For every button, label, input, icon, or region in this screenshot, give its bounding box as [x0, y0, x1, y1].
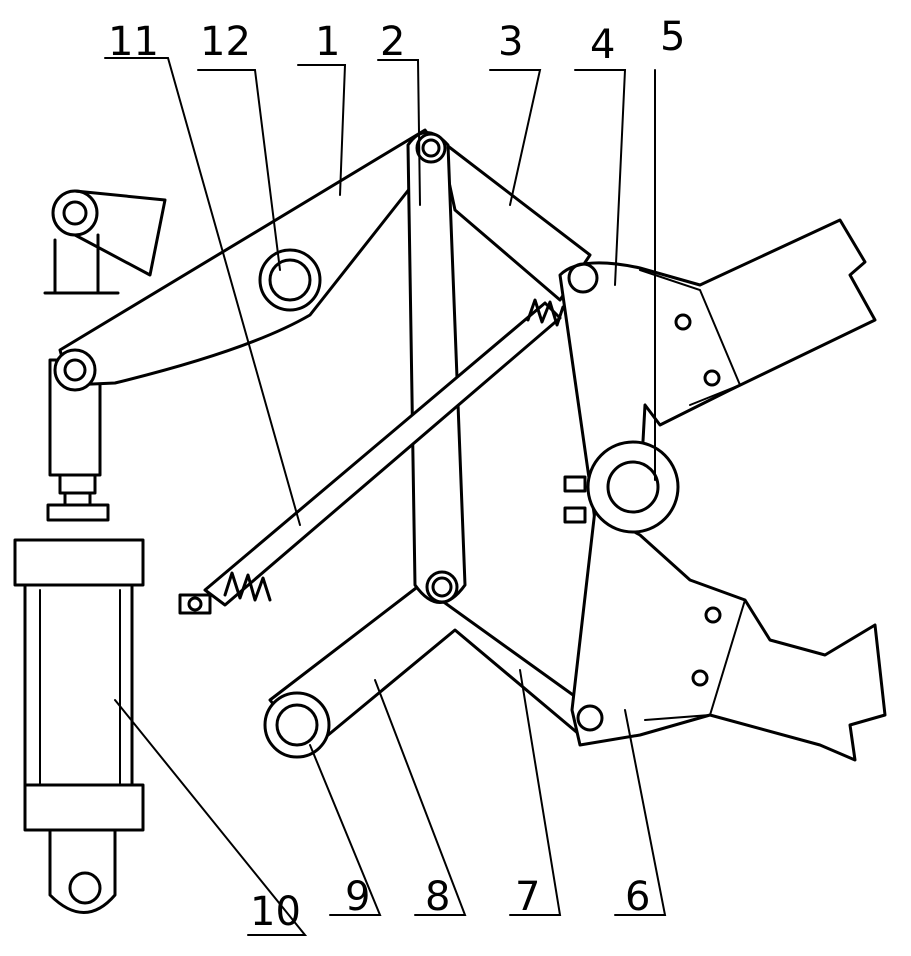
top-left-support [43, 189, 167, 295]
part-labels: 11 12 1 2 3 4 5 10 9 8 7 6 [108, 14, 685, 935]
label-4: 4 [590, 22, 615, 68]
spring-rod-11 [178, 298, 565, 615]
label-9: 9 [345, 874, 370, 920]
long-link-2 [406, 131, 467, 604]
label-10: 10 [250, 889, 301, 935]
label-7: 7 [515, 874, 540, 920]
links-7-8 [263, 583, 582, 759]
label-5: 5 [660, 14, 685, 60]
pivot-5 [563, 440, 680, 534]
lower-jaw-6 [570, 508, 887, 762]
label-2: 2 [380, 19, 405, 65]
label-11: 11 [108, 19, 159, 65]
label-12: 12 [200, 19, 251, 65]
label-1: 1 [315, 19, 340, 65]
leader-lines [104, 57, 667, 936]
lever-1 [53, 128, 442, 392]
label-6: 6 [625, 874, 650, 920]
label-8: 8 [425, 874, 450, 920]
hydraulic-cylinder [13, 358, 145, 914]
label-3: 3 [498, 19, 523, 65]
